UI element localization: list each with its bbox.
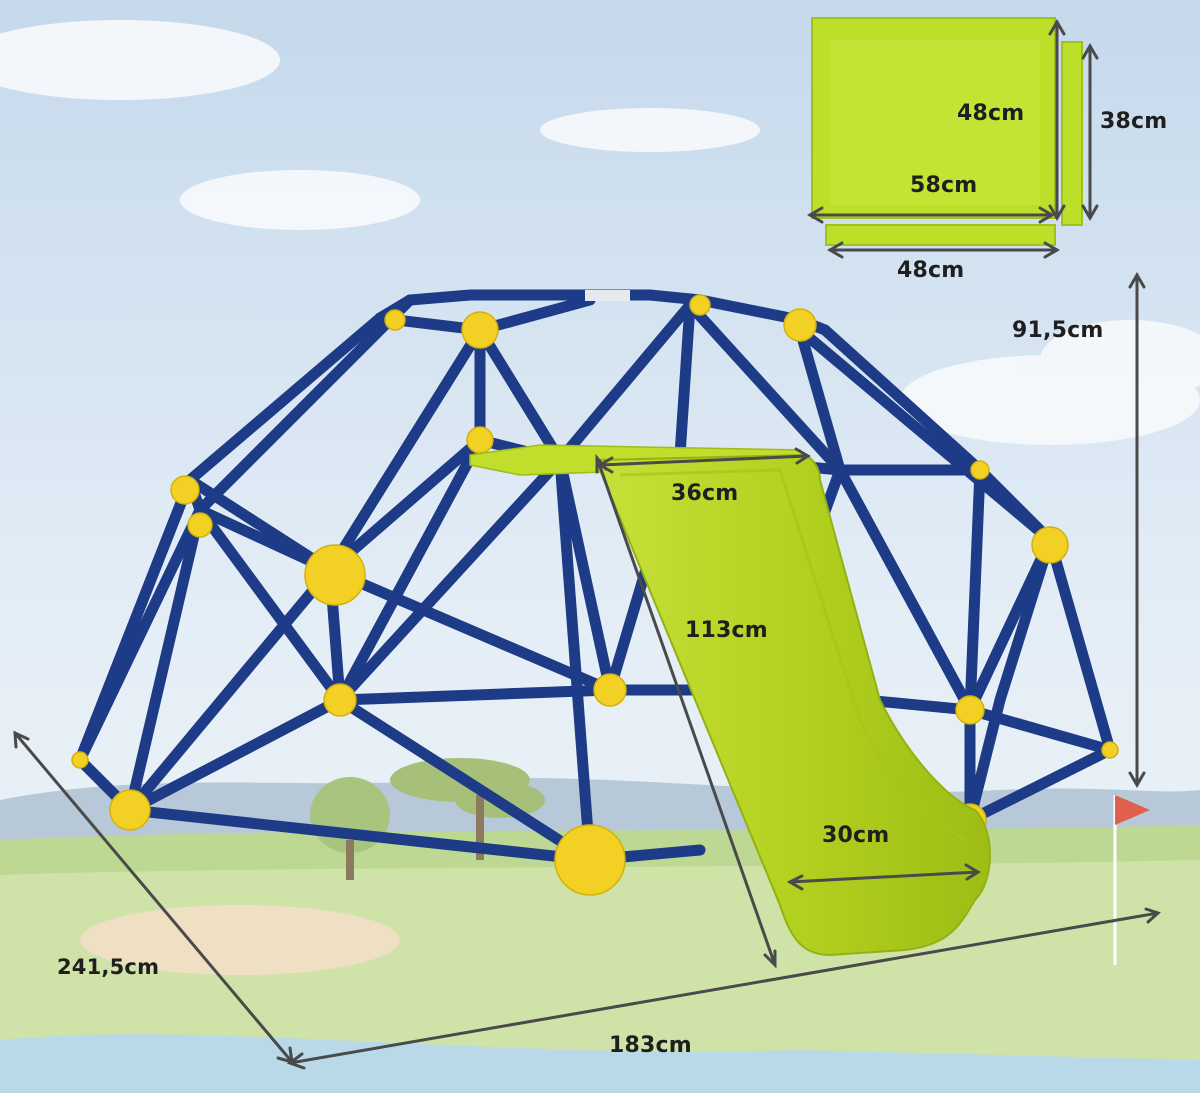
water-pond — [0, 1034, 1200, 1093]
dimension-arrows — [13, 19, 1161, 1070]
sand-bunker — [80, 905, 400, 975]
overall-height-label: 91,5cm — [1012, 318, 1104, 343]
slide-bottom-width-label: 30cm — [822, 823, 890, 848]
mat-inner-width-label: 58cm — [910, 173, 978, 198]
slide-top-width-label: 36cm — [671, 481, 739, 506]
golf-flag — [1113, 795, 1150, 965]
slide-length-label: 113cm — [685, 618, 768, 643]
top-bar-sleeve — [585, 290, 630, 301]
overall-depth-label: 241,5cm — [57, 955, 160, 979]
slide — [599, 453, 991, 957]
joint-plates — [71, 294, 1119, 896]
overall-width-label: 183cm — [609, 1033, 692, 1058]
play-mat — [811, 17, 1083, 246]
mat-outer-width-label: 48cm — [897, 258, 965, 283]
mat-side-height-label: 38cm — [1100, 109, 1168, 134]
mat-inner-depth-label: 48cm — [957, 101, 1025, 126]
clouds — [0, 20, 1200, 445]
